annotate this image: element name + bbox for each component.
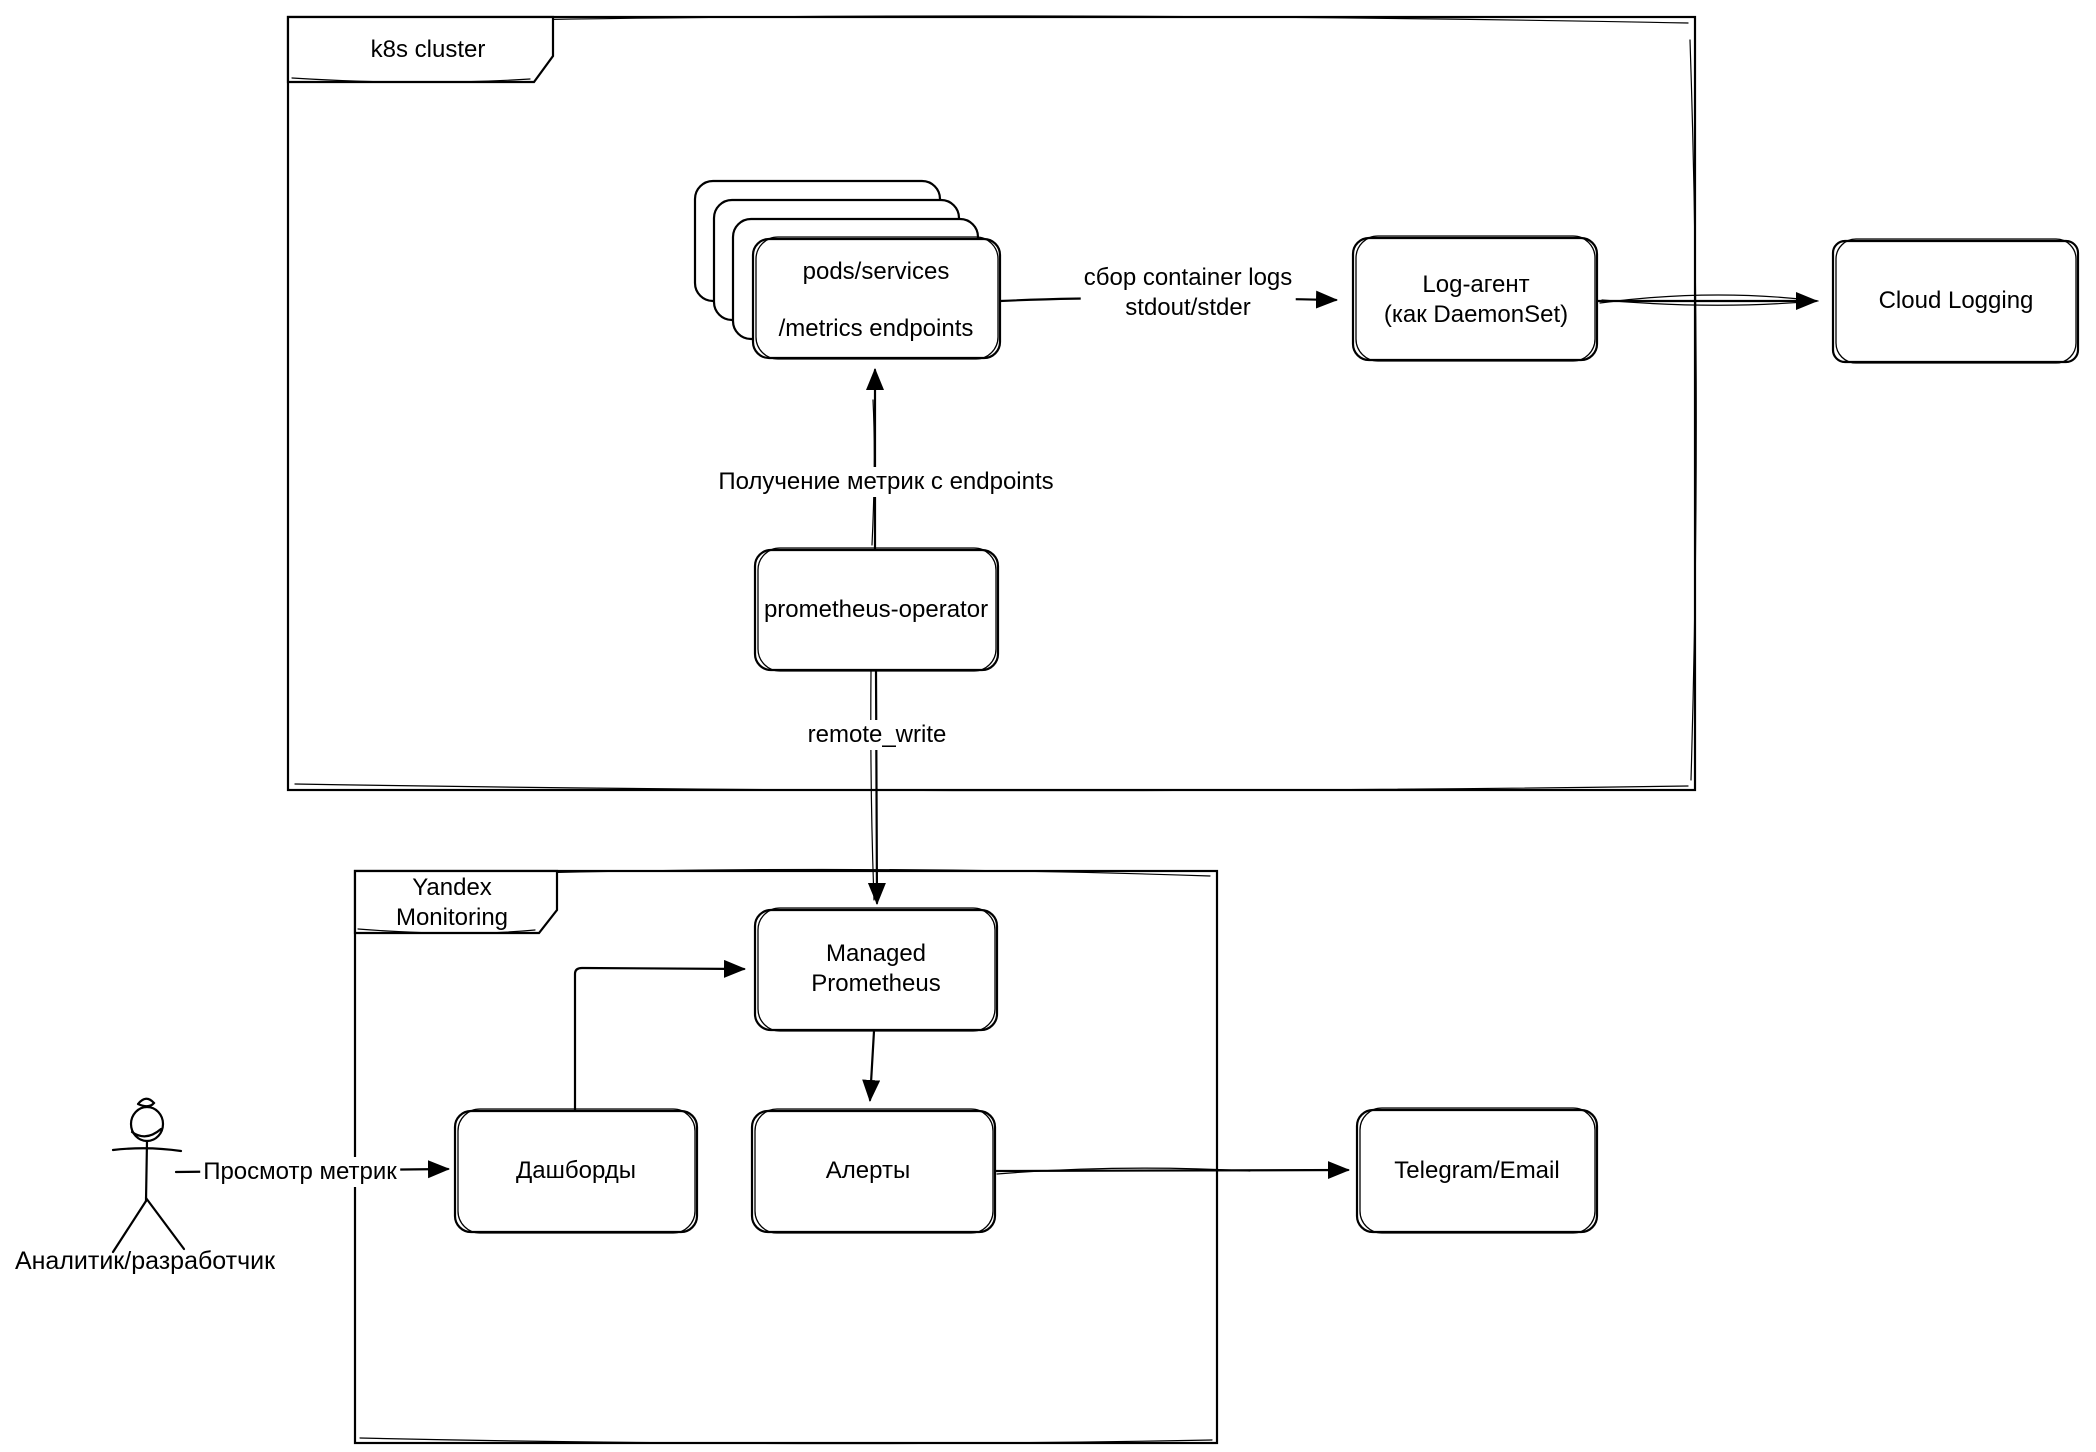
container-yandex-monitoring-tab (353, 869, 559, 935)
node-log-agent-label: Log-агент (как DaemonSet) (1384, 270, 1568, 330)
node-dashboards-label: Дашборды (516, 1157, 636, 1184)
node-pods-services-label-line1: pods/services (802, 258, 950, 285)
node-log-agent-label-line2: (как DaemonSet) (1383, 301, 1569, 328)
node-log-agent (1351, 235, 1599, 362)
edge-alerts-to-telegram-email (993, 1161, 1350, 1180)
container-k8s-cluster (286, 15, 1697, 792)
node-prometheus-operator-label: prometheus-operator (763, 596, 989, 623)
node-pods-services (751, 236, 1002, 360)
edge-container-logs-label: сбор container logs stdout/stder (1080, 263, 1296, 323)
edge-dashboards-to-managed-prometheus (573, 959, 746, 1113)
edge-container-logs-label-line2: stdout/stder (1125, 294, 1251, 321)
edge-metrics-from-endpoints-label: Получение метрик с endpoints (715, 467, 1057, 497)
node-managed-prometheus-label-line1: Managed (825, 940, 927, 967)
node-pods-services-stack (693, 179, 1002, 360)
edge-container-logs-label-line1: сбор container logs (1083, 264, 1293, 291)
container-yandex-monitoring-label: Yandex Monitoring (396, 873, 508, 933)
edge-remote-write-label: remote_write (804, 720, 950, 750)
container-yandex-monitoring-label-line1: Yandex (412, 874, 492, 901)
edge-prometheus-operator-to-pods (866, 368, 884, 551)
node-prometheus-operator (753, 547, 1000, 672)
node-managed-prometheus-label: Managed Prometheus (811, 939, 940, 999)
node-pods-services-label-line2: /metrics endpoints (778, 315, 974, 342)
edge-managed-prometheus-to-alerts (862, 1029, 881, 1102)
edge-view-metrics-label: Просмотр метрик (200, 1157, 400, 1187)
node-cloud-logging (1831, 238, 2080, 364)
actor-analyst-figure (111, 1097, 186, 1254)
node-telegram-email (1355, 1107, 1599, 1234)
node-cloud-logging-label: Cloud Logging (1878, 287, 2034, 314)
node-dashboards (453, 1108, 699, 1234)
container-k8s-cluster-label: k8s cluster (370, 36, 486, 63)
container-k8s-cluster-tab (286, 15, 555, 84)
node-telegram-email-label: Telegram/Email (1394, 1157, 1560, 1184)
container-yandex-monitoring-label-line2: Monitoring (395, 904, 509, 931)
node-alerts (750, 1108, 997, 1234)
node-managed-prometheus (753, 907, 999, 1032)
edge-log-agent-to-cloud-logging (1595, 292, 1819, 310)
edge-remote-write (867, 669, 886, 905)
node-log-agent-label-line1: Log-агент (1422, 271, 1530, 298)
node-alerts-label: Алерты (825, 1157, 911, 1184)
node-managed-prometheus-label-line2: Prometheus (811, 970, 941, 997)
actor-analyst-label: Аналитик/разработчик (14, 1247, 276, 1275)
